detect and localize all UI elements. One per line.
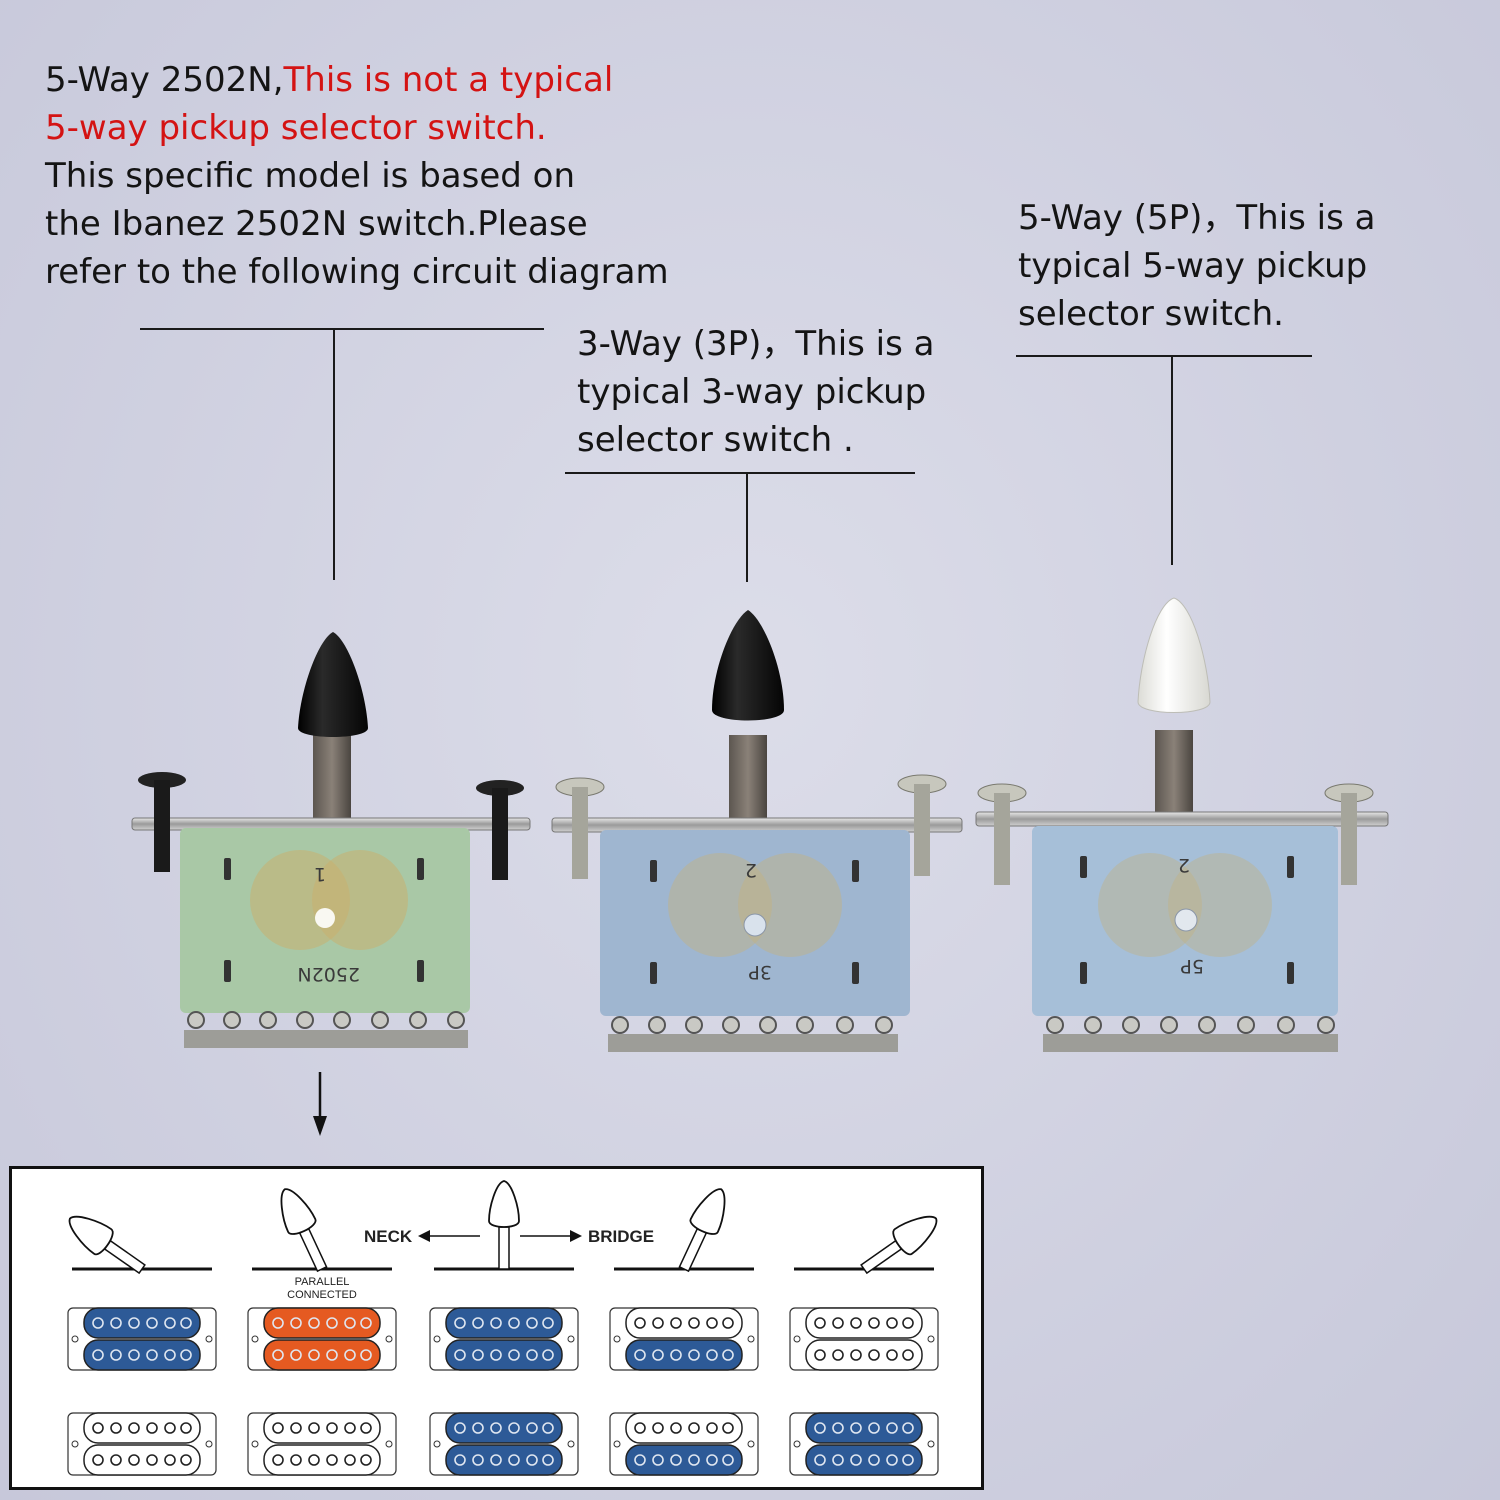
caption-2502n-line1: 5-Way 2502N,This is not a typical [45,56,669,104]
switch-5p: 2 5P [975,597,1389,1052]
caption-3p-line1: 3-Way (3P)，This is a [577,324,935,364]
switch-3p: 2 3P [551,610,963,1052]
pickup-coil [83,1339,201,1371]
humbucker-pickup [789,1412,939,1476]
humbucker-pickup [789,1307,939,1371]
lever-icon [488,1180,520,1270]
humbucker-pickup [609,1307,759,1371]
lever-icon [280,1188,328,1273]
humbucker-pickup [67,1307,217,1371]
pointer-3p-horizontal [565,472,915,474]
lever-icon [678,1188,726,1273]
pickup-coil [83,1307,201,1339]
pickup-coil [445,1412,563,1444]
pickup-coil [625,1339,743,1371]
pointer-5p-vertical [1171,355,1173,565]
pickup-coil [263,1339,381,1371]
humbucker-pickup [247,1307,397,1371]
lever-icon [68,1215,146,1275]
caption-5p-line1: 5-Way (5P)，This is a [1018,198,1376,238]
pickup-coil [263,1412,381,1444]
caption-3p: 3-Way (3P)，This is a typical 3-way picku… [577,320,934,464]
humbucker-pickup [429,1307,579,1371]
pickup-coil [805,1307,923,1339]
screw-left [977,783,1027,885]
pickup-coil [625,1412,743,1444]
connected-label: CONNECTED [287,1289,357,1301]
caption-5p-line2: typical 5-way pickup [1018,246,1368,286]
switch-5p-marking-top: 2 [1178,854,1190,876]
switch-illustration: 1 2502N 2 3P [131,597,1389,1052]
switch-5p-marking-bottom: 5P [1180,955,1204,977]
caption-2502n-line3: This specific model is based on [45,156,575,196]
pointer-2502n-vertical [333,328,335,580]
caption-2502n-model: 5-Way 2502N, [45,60,284,100]
arrow-right-icon [570,1230,582,1242]
solder-lugs-5p [1043,1016,1338,1052]
bridge-label: BRIDGE [588,1227,654,1246]
caption-2502n-line5: refer to the following circuit diagram [45,252,669,292]
caption-3p-line2: typical 3-way pickup [577,372,927,412]
pickup-coil [445,1444,563,1476]
switch-2502n: 1 2502N [131,632,531,1048]
pickup-coil [445,1339,563,1371]
lever-icon [860,1215,938,1275]
pickup-coil [805,1412,923,1444]
screw-left [555,777,605,879]
pickup-coil [805,1339,923,1371]
pickup-coil [83,1412,201,1444]
caption-3p-line3: selector switch . [577,420,854,460]
circuit-diagram: NECK BRIDGE PARALLEL CONNECTED [9,1166,984,1490]
caption-2502n: 5-Way 2502N,This is not a typical 5-way … [45,56,669,296]
pointer-5p-horizontal [1016,355,1312,357]
switch-2502n-marking-bottom: 2502N [297,963,360,985]
pickup-coil [625,1444,743,1476]
caption-5p: 5-Way (5P)，This is a typical 5-way picku… [1018,194,1375,338]
humbucker-pickup [609,1412,759,1476]
arrow-left-icon [418,1230,430,1242]
humbucker-pickup [429,1412,579,1476]
knob-black [298,632,368,737]
switch-3p-marking-top: 2 [745,859,757,881]
screw-right [1324,783,1374,885]
screw-right [897,774,947,876]
caption-2502n-line4: the Ibanez 2502N switch.Please [45,204,588,244]
switch-3p-marking-bottom: 3P [748,961,772,983]
circuit-diagram-svg: NECK BRIDGE PARALLEL CONNECTED [67,1180,939,1476]
pickup-coil [263,1307,381,1339]
pickup-coil [263,1444,381,1476]
pickup-coil [625,1307,743,1339]
pointer-2502n-horizontal [140,328,544,330]
caption-5p-line3: selector switch. [1018,294,1284,334]
pickup-coil [83,1444,201,1476]
screw-left [138,772,186,872]
knob-white [1137,597,1211,713]
pickup-coil [805,1444,923,1476]
knob-black [712,610,784,721]
humbucker-pickup [247,1412,397,1476]
neck-label: NECK [364,1227,413,1246]
parallel-label: PARALLEL [295,1276,350,1288]
screw-right [476,780,524,880]
switch-2502n-marking-top: 1 [314,863,326,885]
pointer-3p-vertical [746,472,748,582]
caption-2502n-line2: 5-way pickup selector switch. [45,108,547,148]
humbucker-pickup [67,1412,217,1476]
solder-lugs-2502n [184,1011,468,1048]
pickup-coil [445,1307,563,1339]
solder-lugs-3p [608,1016,898,1052]
caption-2502n-warning: This is not a typical [283,60,614,100]
